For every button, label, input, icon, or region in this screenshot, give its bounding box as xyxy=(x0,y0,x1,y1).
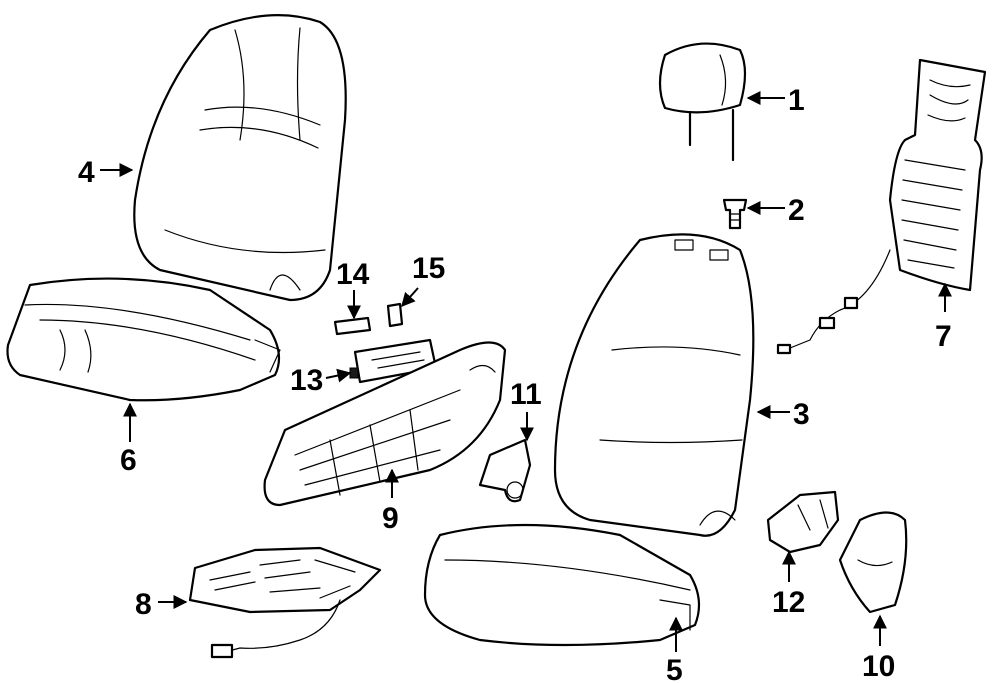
callout-10: 10 xyxy=(862,650,895,683)
callout-8: 8 xyxy=(135,588,152,621)
part-7-heater-element xyxy=(776,58,987,355)
part-9-side-trim xyxy=(263,341,507,507)
part-14-switch xyxy=(333,316,372,336)
part-15-switch xyxy=(386,302,404,328)
leader-13 xyxy=(325,368,352,383)
part-8-cushion-heater xyxy=(188,546,382,659)
callout-5: 5 xyxy=(666,654,683,683)
part-12-bracket xyxy=(766,490,840,554)
callout-12: 12 xyxy=(772,586,805,619)
leader-lines xyxy=(100,91,952,652)
part-3-seatback xyxy=(553,233,755,537)
callout-15: 15 xyxy=(412,252,445,285)
part-1-headrest xyxy=(658,42,747,162)
callout-11: 11 xyxy=(510,378,542,411)
part-5-cushion xyxy=(423,523,701,647)
callout-1: 1 xyxy=(788,84,805,117)
callout-13: 13 xyxy=(290,364,323,397)
callout-6: 6 xyxy=(120,444,137,477)
callout-7: 7 xyxy=(935,320,952,353)
part-2-guide xyxy=(722,198,748,230)
leader-15 xyxy=(401,287,419,308)
callout-4: 4 xyxy=(78,156,95,189)
part-11-bracket xyxy=(478,438,532,503)
part-10-side-cover xyxy=(838,511,908,614)
callout-14: 14 xyxy=(336,258,370,291)
part-4-seatback-cover xyxy=(133,14,347,302)
part-6-cushion-cover xyxy=(6,277,281,402)
callout-9: 9 xyxy=(382,502,399,535)
callout-3: 3 xyxy=(793,398,810,431)
callout-labels: 1 2 3 4 5 6 7 8 9 10 11 12 13 14 15 xyxy=(78,84,952,683)
callout-2: 2 xyxy=(788,194,805,227)
